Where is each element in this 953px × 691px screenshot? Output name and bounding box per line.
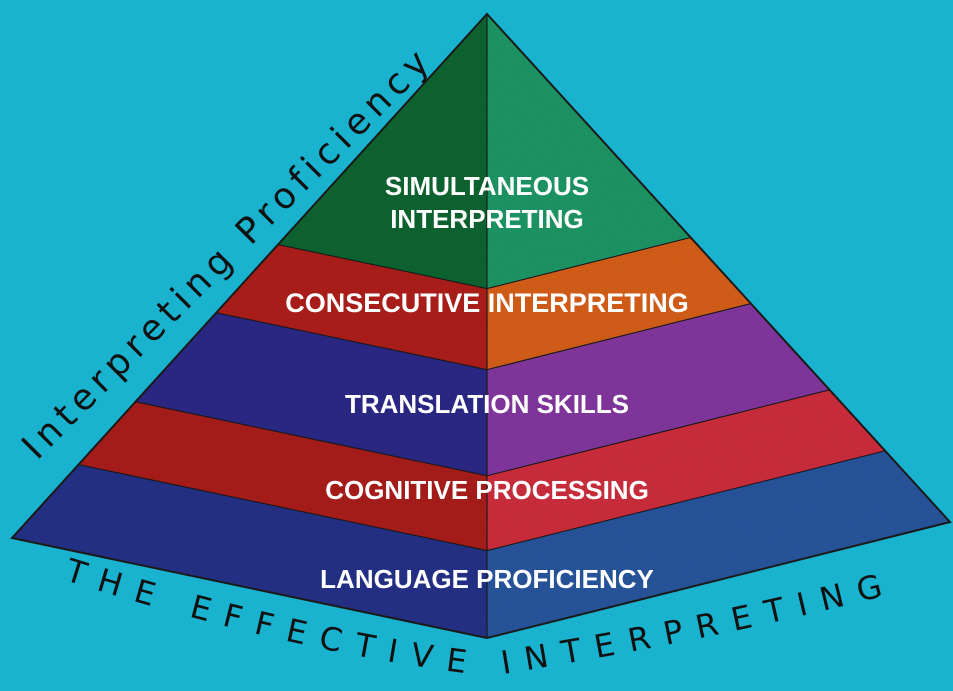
tier-5-left-texture	[12, 464, 487, 638]
tier-1-left-texture	[278, 14, 487, 289]
tier-4-left-texture	[78, 401, 487, 551]
tier-2-label-line-1: CONSECUTIVE INTERPRETING	[285, 288, 689, 318]
tier-1-label-line-2: INTERPRETING	[390, 204, 584, 234]
tier-5-label-line-1: LANGUAGE PROFICIENCY	[320, 564, 654, 594]
tier-4-right-texture	[487, 389, 886, 551]
tier-3-left-texture	[135, 312, 487, 476]
tier-2-right-texture	[487, 237, 751, 370]
tier-5-right-texture	[487, 450, 950, 638]
pyramid-tiers	[10, 12, 952, 640]
tier-1-label-line-1: SIMULTANEOUS	[385, 171, 589, 201]
tier-4-label-line-1: COGNITIVE PROCESSING	[325, 475, 649, 505]
tier-3-label-line-1: TRANSLATION SKILLS	[345, 389, 629, 419]
tier-3-right-texture	[487, 303, 830, 476]
tier-2-left-texture	[216, 244, 488, 370]
tier-1-right-texture	[487, 14, 691, 289]
pyramid-outline	[10, 12, 952, 640]
